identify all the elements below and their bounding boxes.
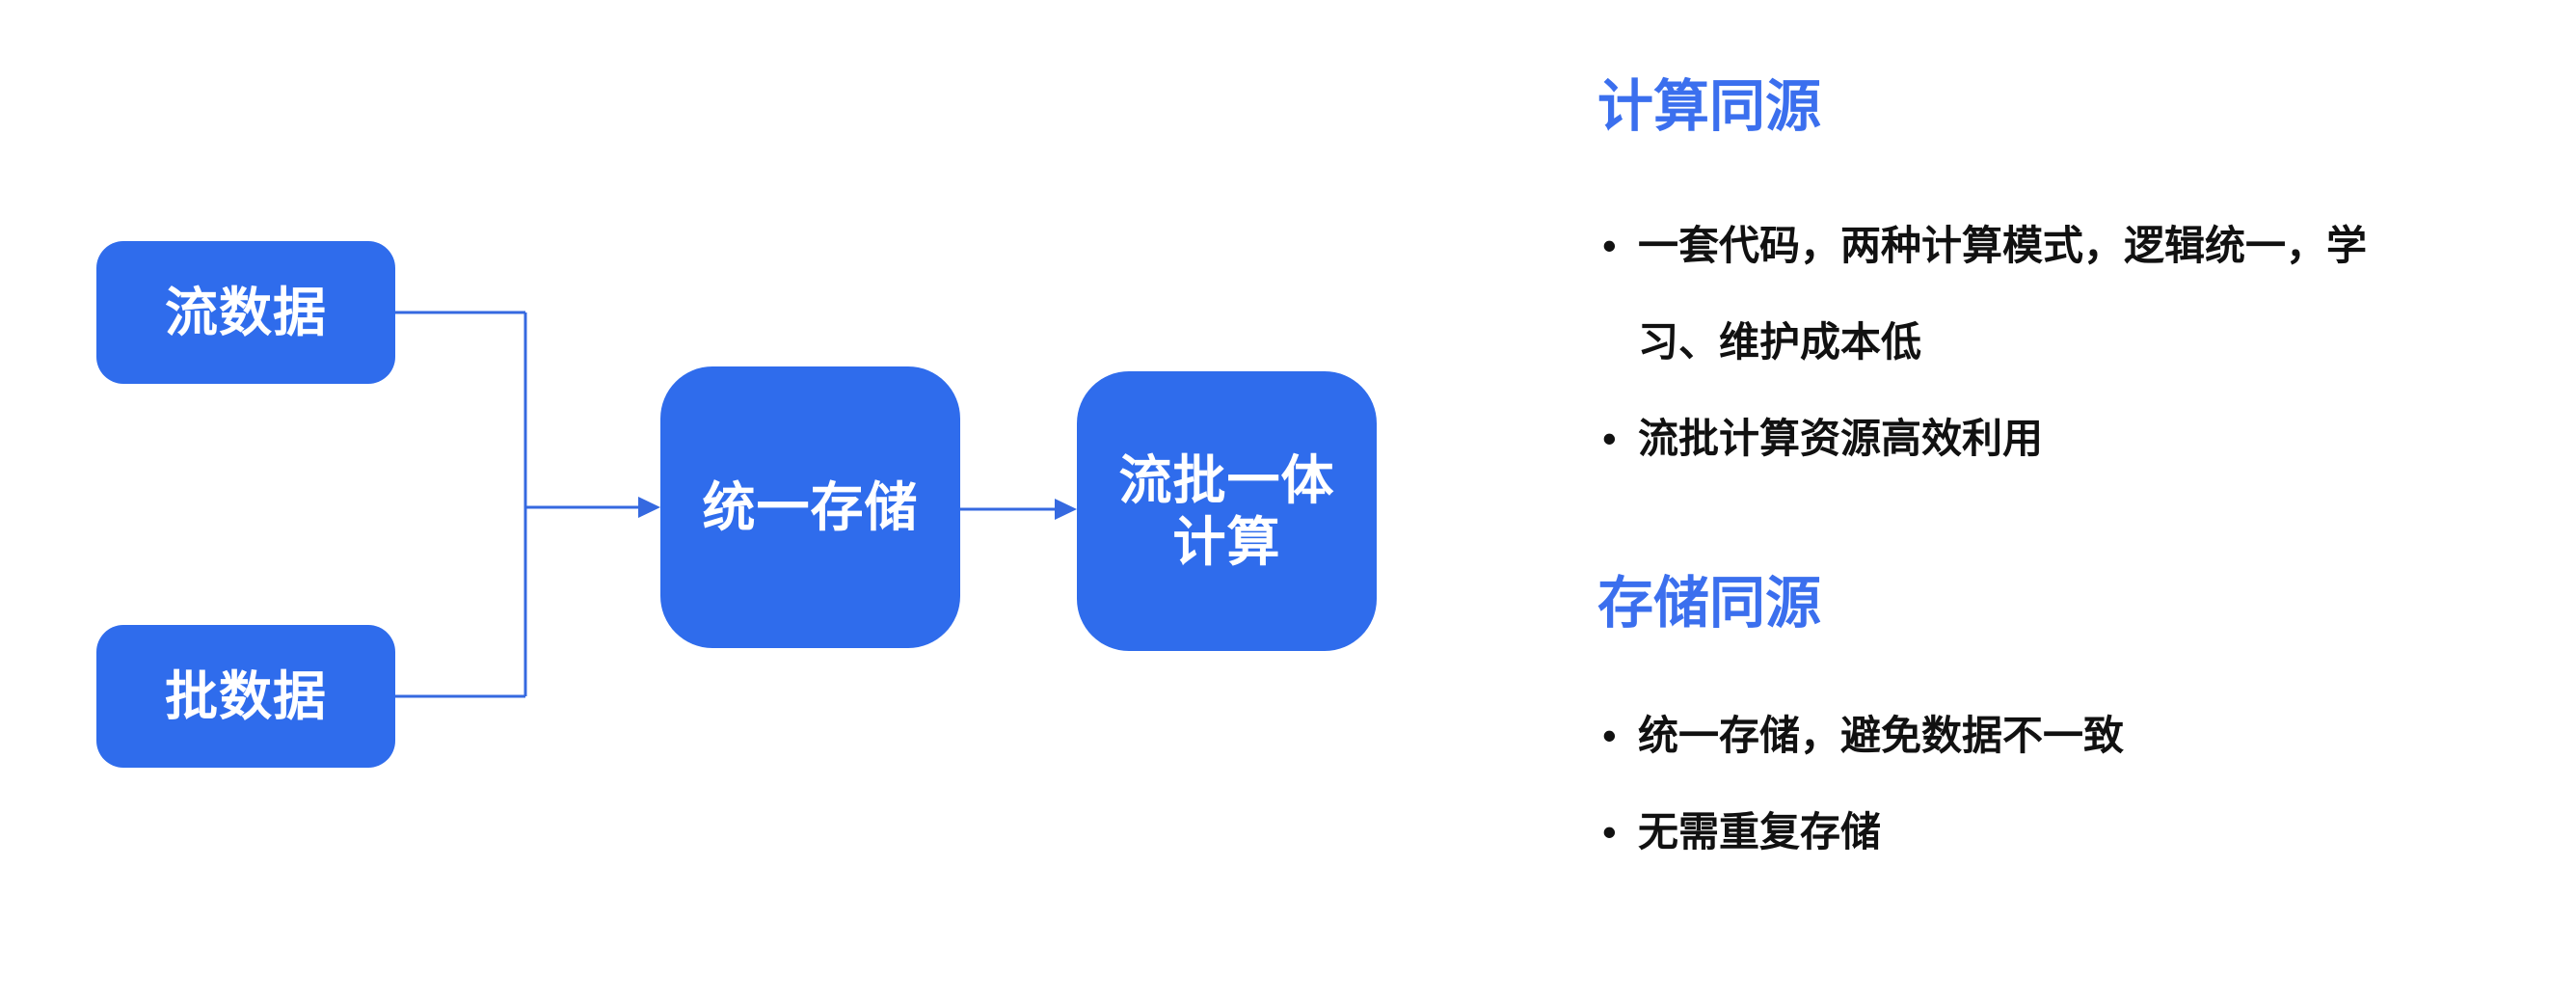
arrowhead-storage	[638, 497, 660, 518]
bullet-text: 无需重复存储	[1638, 809, 1882, 854]
bullet-list-storage: • 统一存储，避免数据不一致 • 无需重复存储	[1597, 688, 2427, 881]
node-compute-label-line-1: 流批一体	[1118, 449, 1335, 510]
bullet-text: 统一存储，避免数据不一致	[1638, 713, 2125, 758]
node-batch-data-label: 批数据	[164, 665, 327, 726]
bullet-dot-icon: •	[1602, 713, 1617, 758]
bullet-item: • 无需重复存储	[1597, 784, 2427, 881]
node-stream-batch-compute: 流批一体 计算	[1077, 371, 1377, 651]
bullet-dot-icon: •	[1602, 416, 1617, 461]
node-unified-storage-label: 统一存储	[702, 476, 919, 537]
section-title-storage-homology: 存储同源	[1597, 572, 1822, 635]
bullet-dot-icon: •	[1602, 223, 1617, 268]
node-stream-data-label: 流数据	[164, 282, 327, 342]
bullet-item: • 统一存储，避免数据不一致	[1597, 688, 2427, 784]
node-batch-data: 批数据	[96, 625, 395, 768]
bullet-text: 习、维护成本低	[1638, 319, 1922, 365]
node-unified-storage: 统一存储	[660, 366, 960, 648]
bullet-list-compute: • 一套代码，两种计算模式，逻辑统一，学 习、维护成本低 • 流批计算资源高效利…	[1597, 198, 2427, 487]
node-compute-label-line-2: 计算	[1172, 512, 1281, 572]
node-stream-batch-compute-label: 流批一体 计算	[1118, 449, 1334, 574]
bullet-dot-icon: •	[1602, 809, 1617, 854]
annotation-panel: 计算同源 • 一套代码，两种计算模式，逻辑统一，学 习、维护成本低 • 流批计算…	[1597, 79, 2427, 881]
bullet-item: • 一套代码，两种计算模式，逻辑统一，学 习、维护成本低	[1597, 198, 2427, 391]
bullet-item: • 流批计算资源高效利用	[1597, 391, 2427, 487]
node-stream-data: 流数据	[96, 241, 395, 384]
bullet-text: 一套代码，两种计算模式，逻辑统一，学	[1638, 223, 2368, 268]
section-title-compute-homology: 计算同源	[1597, 75, 1822, 138]
arrowhead-compute	[1055, 499, 1077, 520]
bullet-text: 流批计算资源高效利用	[1638, 416, 2044, 461]
